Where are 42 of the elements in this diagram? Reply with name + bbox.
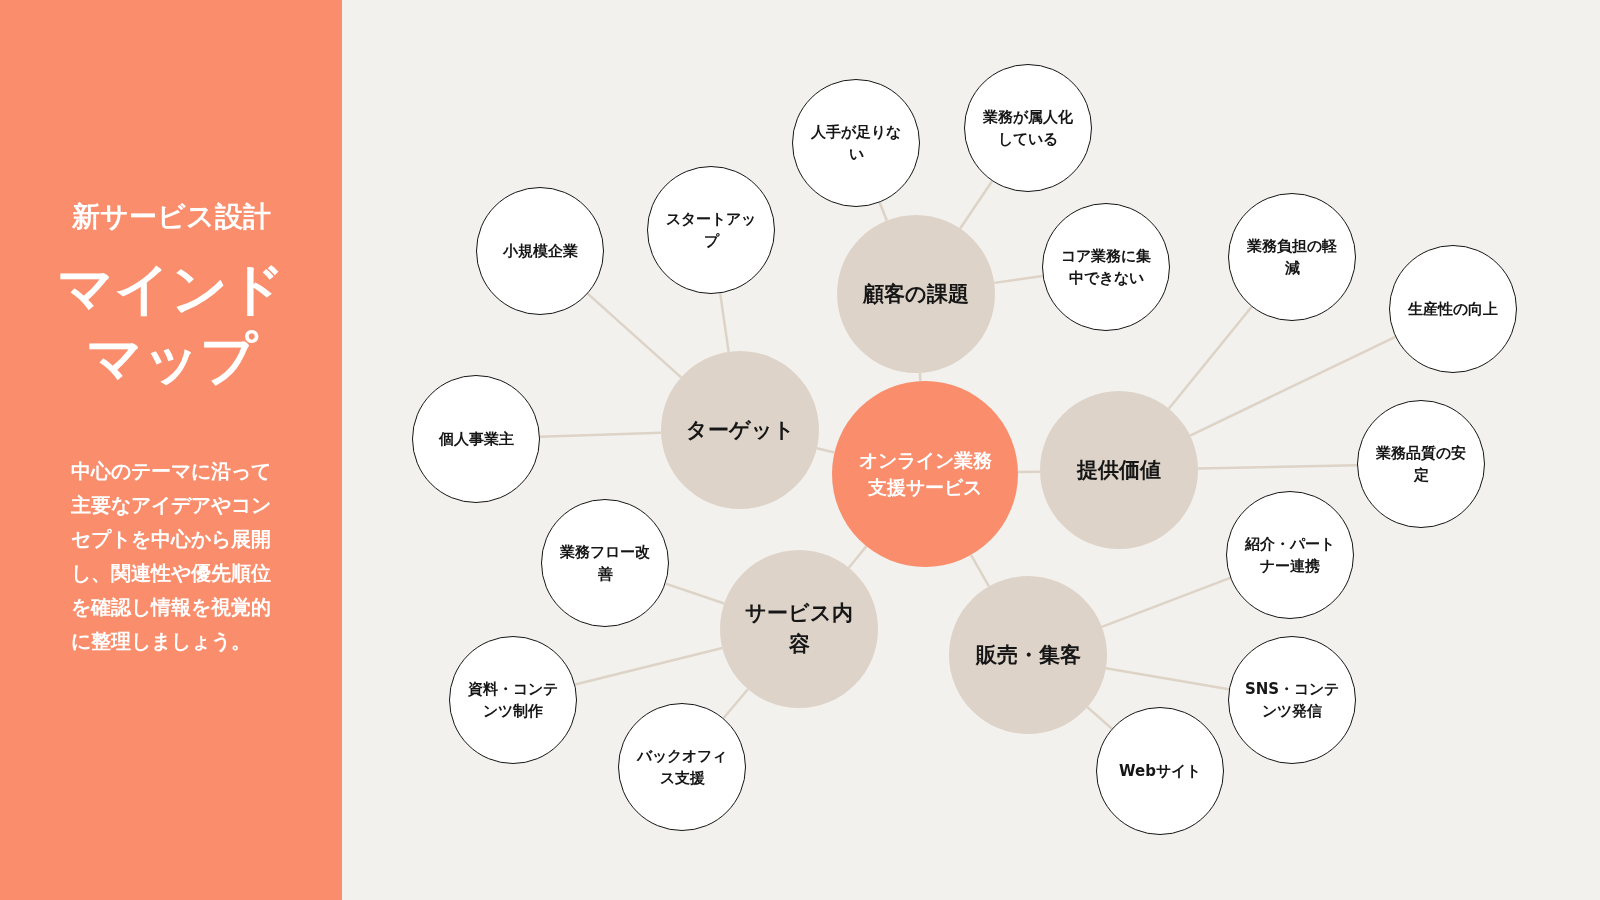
connector-line (878, 202, 888, 222)
subtopic-label: コア業務に集中できない (1060, 246, 1152, 289)
connector-line (1197, 464, 1358, 470)
connector-line (816, 447, 835, 454)
connector-line (1189, 335, 1396, 437)
topic-label: 販売・集客 (974, 641, 1082, 669)
subtopic-label: バックオフィス支援 (635, 746, 728, 789)
subtopic-label: 紹介・パートナー連携 (1243, 534, 1336, 577)
subtopic-label: スタートアップ (665, 209, 757, 252)
topic-label: 顧客の課題 (861, 280, 970, 308)
connector-line (722, 688, 749, 719)
subtopic-label: Webサイト (1118, 761, 1202, 782)
connector-line (539, 431, 662, 439)
connector-line (959, 180, 994, 230)
subtopic-label: 人手が足りない (810, 122, 902, 165)
subtopic-label: 業務負担の軽減 (1246, 236, 1338, 279)
connector-line (1105, 667, 1230, 691)
subtopic-label: 業務フロー改善 (559, 542, 651, 585)
central-topic-label: オンライン業務支援サービス (857, 448, 993, 500)
connector-line (718, 293, 730, 352)
subtopic-label: 小規模企業 (501, 241, 579, 262)
subtitle: 新サービス設計 (70, 199, 272, 235)
topic-label: サービス内容 (744, 600, 854, 658)
connector-line (586, 292, 682, 379)
description-text: 中心のテーマに沿って主要なアイデアやコンセプトを中心から展開し、関連性や優先順位を確認し情報を視覚的に整理しましょう。 (71, 458, 272, 655)
subtopic-label: 資料・コンテンツ制作 (467, 679, 559, 722)
subtopic-label: SNS・コンテンツ発信 (1243, 679, 1341, 722)
subtopic-label: 業務品質の安定 (1375, 443, 1467, 486)
connector-line (969, 554, 990, 587)
main-title: マインドマップ (56, 255, 286, 393)
connector-line (847, 545, 868, 569)
connector-line (994, 274, 1043, 285)
connector-line (1167, 305, 1253, 410)
subtopic-label: 個人事業主 (437, 429, 515, 450)
subtopic-label: 業務が属人化している (982, 107, 1074, 150)
connector-line (1017, 470, 1041, 474)
subtopic-label: 生産性の向上 (1406, 299, 1499, 320)
connector-line (665, 582, 725, 605)
topic-label: ターゲット (684, 416, 796, 444)
connector-line (1086, 706, 1113, 730)
connector-line (1101, 576, 1231, 628)
topic-label: 提供価値 (1075, 456, 1162, 484)
